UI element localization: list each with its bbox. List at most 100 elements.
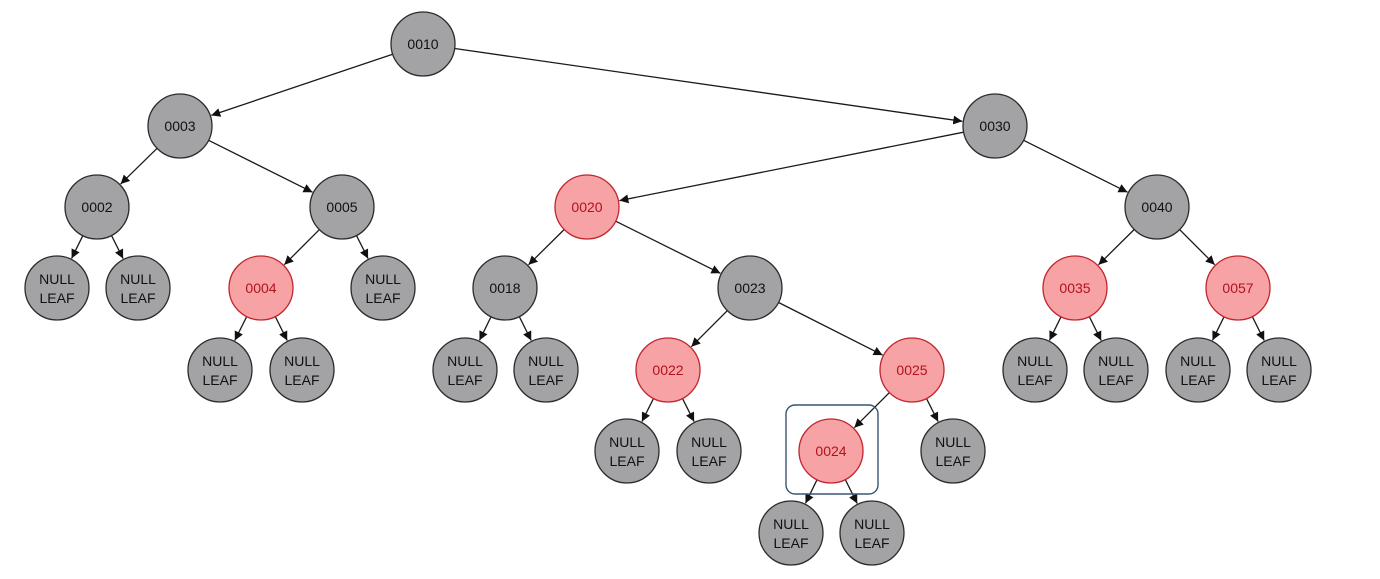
tree-node-0020[interactable]: 0020	[554, 174, 620, 240]
edge-n20-n23	[615, 220, 721, 274]
node-circle	[350, 255, 416, 321]
node-circle	[717, 255, 783, 321]
edge-n30-n40	[1023, 139, 1128, 193]
edge-n57-l15	[1211, 316, 1225, 341]
node-circle	[758, 500, 824, 566]
tree-node-0035[interactable]: 0035	[1042, 255, 1108, 321]
edge-n25-l10	[925, 398, 939, 422]
node-label: 0018	[489, 280, 520, 296]
edge-n4-l4	[234, 316, 248, 341]
tree-node-0025[interactable]: 0025	[879, 337, 945, 403]
node-circle	[513, 337, 579, 403]
tree-node-0022[interactable]: 0022	[635, 337, 701, 403]
node-label: 0020	[571, 199, 602, 215]
tree-node-0004[interactable]: 0004	[228, 255, 294, 321]
edge-n22-l9	[681, 398, 695, 422]
node-circle	[798, 418, 864, 484]
edges	[71, 47, 1265, 504]
node-label: 0002	[81, 199, 112, 215]
tree-node-0024[interactable]: 0024	[798, 418, 864, 484]
node-label: 0040	[1141, 199, 1172, 215]
edge-n3-n5	[208, 139, 313, 193]
edge-n25-n24	[853, 392, 890, 429]
edge-n2-l2	[110, 235, 124, 259]
edge-n18-l6	[478, 316, 492, 341]
node-circle	[432, 337, 498, 403]
tree-node-0003[interactable]: 0003	[147, 93, 213, 159]
node-circle	[309, 174, 375, 240]
node-circle	[472, 255, 538, 321]
node-label: 0010	[407, 36, 438, 52]
tree-node-0018[interactable]: 0018	[472, 255, 538, 321]
node-label: 0023	[734, 280, 765, 296]
tree-node-0005[interactable]: 0005	[309, 174, 375, 240]
node-label: 0025	[896, 362, 927, 378]
node-circle	[554, 174, 620, 240]
node-circle	[920, 418, 986, 484]
edge-n23-n25	[778, 301, 883, 356]
tree-node-0002[interactable]: 0002	[64, 174, 130, 240]
node-circle	[64, 174, 130, 240]
node-label: 0024	[815, 443, 846, 459]
node-circle	[228, 255, 294, 321]
node-circle	[187, 337, 253, 403]
edge-n23-n22	[690, 310, 728, 348]
node-label: 0003	[164, 118, 195, 134]
edge-n10-n30	[454, 47, 963, 125]
node-label: 0035	[1059, 280, 1090, 296]
tree-node-0023[interactable]: 0023	[717, 255, 783, 321]
node-label: 0030	[979, 118, 1010, 134]
node-circle	[147, 93, 213, 159]
tree-node-0057[interactable]: 0057	[1205, 255, 1271, 321]
node-circle	[1002, 337, 1068, 403]
edge-n22-l8	[641, 398, 655, 422]
edge-n40-n35	[1098, 229, 1135, 266]
edge-n24-l12	[844, 479, 858, 504]
node-circle	[839, 500, 905, 566]
tree-node-0030[interactable]: 0030	[962, 93, 1028, 159]
tree-node-0040[interactable]: 0040	[1124, 174, 1190, 240]
node-circle	[676, 418, 742, 484]
node-circle	[635, 337, 701, 403]
node-circle	[1042, 255, 1108, 321]
selection-box	[785, 404, 879, 495]
tree-node-0010[interactable]: 0010	[390, 11, 456, 77]
node-circle	[1124, 174, 1190, 240]
node-circle	[1083, 337, 1149, 403]
edge-n10-n3	[211, 53, 393, 117]
edge-n24-l11	[804, 479, 818, 504]
node-circle	[1246, 337, 1312, 403]
node-circle	[594, 418, 660, 484]
node-circle	[1165, 337, 1231, 403]
